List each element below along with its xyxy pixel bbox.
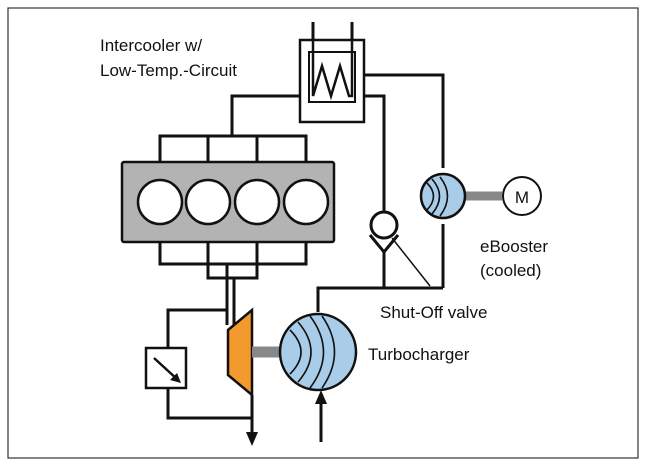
intercooler-label-line1: Intercooler w/ — [100, 36, 202, 55]
exhaust-runner-2 — [206, 242, 259, 280]
turbocharger-label: Turbocharger — [368, 345, 470, 364]
shutoff-leader-line — [391, 237, 431, 287]
cylinder-2 — [184, 178, 232, 226]
ebooster-label-line2: (cooled) — [480, 261, 541, 280]
ebooster-compressor — [419, 172, 467, 220]
turbo-compressor — [278, 312, 358, 392]
shut-off-valve — [368, 210, 400, 255]
engine-block — [120, 160, 336, 244]
intercooler-to-valve-pipe — [364, 94, 386, 212]
intercooler-label-line2: Low-Temp.-Circuit — [100, 61, 237, 80]
fresh-air-arrow — [315, 390, 327, 404]
intercooler-to-manifold-pipe — [230, 94, 300, 136]
exhaust-manifold-pipe — [158, 242, 308, 266]
wastegate-gauge — [144, 346, 188, 390]
exhaust-out-arrow — [246, 432, 258, 446]
frame-border — [7, 7, 639, 459]
cylinder-3 — [233, 178, 281, 226]
intercooler — [298, 22, 366, 124]
compressor-outlet-pipe — [316, 286, 443, 312]
cylinder-4 — [282, 178, 330, 226]
turbine — [226, 307, 254, 398]
intake-manifold-pipe — [158, 134, 308, 162]
intercooler-coil — [311, 22, 354, 101]
electric-motor: M — [502, 176, 542, 216]
cylinder-1 — [136, 178, 184, 226]
motor-label: M — [515, 188, 529, 207]
intercooler-to-ebooster-pipe — [352, 73, 445, 168]
shutoff-label: Shut-Off valve — [380, 303, 487, 322]
ebooster-label-line1: eBooster — [480, 237, 548, 256]
